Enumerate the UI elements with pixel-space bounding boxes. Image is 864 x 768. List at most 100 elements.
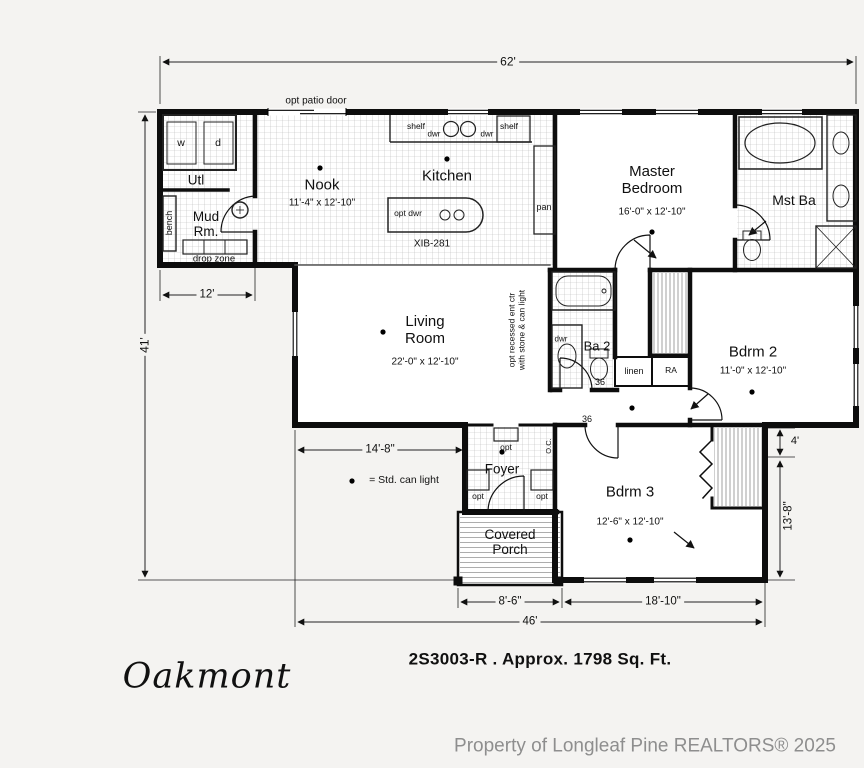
room-label-foyer: Foyer (484, 461, 520, 477)
note-return-air: RA (665, 365, 677, 376)
legend-text: = Std. can light (369, 474, 439, 487)
can-light-hall (629, 405, 635, 411)
walls (157, 109, 859, 587)
floors (160, 112, 856, 585)
room-label-bath2: Ba 2 (583, 338, 611, 354)
tile-floor-master-bath (737, 114, 854, 268)
porch-post-right (553, 576, 563, 586)
washer-dryer-closet (162, 114, 237, 171)
master-sink-2 (832, 184, 850, 208)
note-opening-36-b: 36 (581, 413, 593, 424)
can-light-kitchen (444, 156, 450, 162)
room-label-bedroom3: Bdrm 3 (605, 483, 655, 501)
room-label-kitchen: Kitchen (421, 167, 473, 185)
can-light-bedroom2 (749, 389, 755, 395)
room-label-mud-room: Mud Rm. (192, 208, 220, 239)
master-vanity (826, 114, 857, 222)
room-label-master-bedroom: Master Bedroom (621, 163, 683, 197)
dim-living-width: 14'-8" (362, 443, 398, 457)
dim-closet-depth: 4' (787, 434, 803, 448)
note-washer: w (177, 137, 185, 150)
room-dims-nook: 11'-4" x 12'-10" (288, 197, 356, 209)
front-door (487, 475, 525, 513)
note-opt-foyer-left: opt (472, 491, 484, 502)
mud-room-door (220, 195, 256, 233)
door-arrow-bedroom3 (673, 531, 695, 549)
tile-floor-kitchen-nook (255, 114, 553, 265)
bath2-toilet (590, 357, 608, 381)
dim-lower-width: 46' (519, 615, 541, 629)
room-label-bedroom2: Bdrm 2 (728, 343, 778, 361)
bath2-tub-drain (601, 288, 607, 294)
master-tub (744, 122, 816, 164)
note-bench: bench (163, 210, 174, 236)
note-drop-zone: drop zone (192, 253, 236, 265)
room-dims-master-bedroom: 16'-0" x 12'-10" (618, 206, 686, 218)
refrigerator (496, 115, 531, 143)
note-opt-dwr: opt dwr (394, 208, 422, 219)
note-dwr-bath2: dwr (554, 334, 568, 344)
porch-post-left (453, 576, 463, 586)
bench (162, 195, 177, 252)
foyer-shelf-right (530, 469, 554, 491)
bedroom3-door (584, 424, 619, 459)
dryer (203, 121, 234, 165)
utility-sink (231, 201, 249, 219)
note-opt-foyer-top: opt (500, 442, 512, 453)
can-light-foyer (499, 449, 505, 455)
door-arrow-master-bath (748, 220, 767, 236)
bath2-tub-inner (555, 275, 612, 307)
dim-porch-width: 8'-6" (495, 595, 525, 609)
door-arrow-master (633, 239, 657, 259)
porch-deck-hatch (460, 514, 560, 583)
kitchen-sink-bowl-1 (442, 120, 460, 138)
can-light-legend: = Std. can light (369, 474, 439, 487)
legend-dot (349, 478, 355, 484)
bath2-tub (551, 271, 616, 311)
bath2-vanity (551, 324, 583, 389)
room-dims-bedroom3: 12'-6" x 12'-10" (596, 516, 664, 528)
kitchen-island (387, 197, 484, 233)
room-label-covered-porch: Covered Porch (484, 526, 536, 557)
dim-bedroom3-depth: 13'-8" (782, 498, 796, 534)
note-shelf-right: shelf (500, 121, 518, 132)
pantry (533, 145, 556, 235)
bath2-sink (557, 343, 577, 369)
master-shower (815, 225, 857, 269)
dim-overall-depth: 41' (137, 334, 152, 356)
island-sink-2 (453, 209, 465, 221)
foyer-shelf-top (493, 427, 519, 442)
room-dims-living-room: 22'-0" x 12'-10" (391, 356, 459, 368)
note-dwr-kitchen-left: dwr (427, 129, 441, 139)
note-linen: linen (624, 365, 644, 376)
fixtures (162, 114, 857, 491)
room-label-master-bath: Mst Ba (772, 192, 816, 209)
room-label-utility: Utl (187, 172, 205, 188)
bedroom2-door (689, 387, 723, 421)
note-dwr-kitchen-right: dwr (480, 129, 494, 139)
note-shelf-left: shelf (407, 121, 425, 132)
watermark: Property of Longleaf Pine REALTORS® 2025 (454, 735, 836, 757)
can-light-master (649, 229, 655, 235)
can-light-living (380, 329, 386, 335)
note-pantry: pan (536, 201, 552, 212)
room-dims-bedroom2: 11'-0" x 12'-10" (719, 365, 787, 377)
kitchen-sink-bowl-2 (459, 120, 477, 138)
windows (267, 108, 860, 584)
can-light-bedroom3 (627, 537, 633, 543)
island-sink-1 (439, 209, 451, 221)
plan-brand-name: Oakmont (122, 656, 292, 697)
room-label-living-room: Living Room (404, 313, 446, 347)
foyer-shelf-left (466, 469, 490, 491)
drop-zone-cubbies (182, 239, 248, 255)
bifold-door (698, 438, 714, 500)
dim-bedroom3-width: 18'-10" (642, 595, 684, 609)
note-island-model: XIB-281 (413, 238, 451, 250)
door-arrow-bedroom2 (690, 393, 709, 410)
bedroom2-closet-hatch (652, 273, 688, 353)
can-light-nook (317, 165, 323, 171)
washer (166, 121, 197, 165)
dim-utility-width: 12' (196, 288, 218, 302)
